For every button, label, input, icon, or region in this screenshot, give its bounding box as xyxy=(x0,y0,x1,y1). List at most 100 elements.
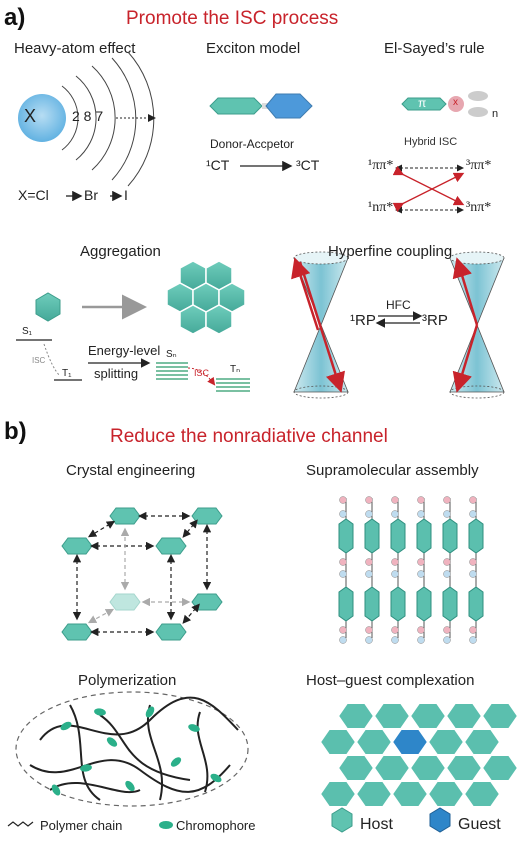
panel-b-banner: Reduce the nonradiative channel xyxy=(110,426,388,447)
sn-label: Sₙ xyxy=(166,349,177,360)
host-hex xyxy=(426,780,466,808)
host-hex xyxy=(372,702,412,730)
polymer-chains xyxy=(29,696,239,801)
supramolecular-hex xyxy=(416,518,432,554)
panel-b-label: b) xyxy=(4,418,27,445)
supramolecular-column xyxy=(364,496,380,644)
host-hex xyxy=(480,754,520,782)
supramolecular-title: Supramolecular assembly xyxy=(306,462,479,479)
host-hex xyxy=(354,728,394,756)
aggregation-title: Aggregation xyxy=(80,243,161,260)
supramolecular-hex xyxy=(338,586,354,622)
supramolecular-column xyxy=(416,496,432,644)
s1-label: S₁ xyxy=(22,326,33,337)
chromophore-legend-icon xyxy=(159,821,173,829)
supramolecular-node xyxy=(417,636,425,644)
ct-triplet: ³CT xyxy=(296,157,320,173)
supramolecular-node xyxy=(443,510,451,518)
crystal-hex-tl-front xyxy=(61,537,93,555)
host-lattice xyxy=(318,702,520,808)
host-hex xyxy=(372,754,412,782)
halogen-br: Br xyxy=(84,187,98,203)
crystal-hex-tr-back xyxy=(191,507,223,525)
supramolecular-node xyxy=(339,510,347,518)
supramolecular-node xyxy=(443,570,451,578)
supramolecular-node xyxy=(365,636,373,644)
x-label: x xyxy=(453,97,458,108)
supramolecular-node xyxy=(391,636,399,644)
n-label: n xyxy=(492,108,499,120)
chromophores xyxy=(51,706,222,796)
ct-singlet: ¹CT xyxy=(206,157,230,173)
t1-label: T₁ xyxy=(62,368,72,379)
supramolecular-node xyxy=(391,558,399,566)
supramolecular-hex xyxy=(390,586,406,622)
guest-hex xyxy=(390,728,430,756)
supramolecular-node xyxy=(339,570,347,578)
supramolecular-node xyxy=(417,496,425,504)
tn-label: Tₙ xyxy=(230,364,241,375)
host-hex xyxy=(426,728,466,756)
hfc-label: HFC xyxy=(386,298,411,312)
host-hex xyxy=(408,702,448,730)
exciton-title: Exciton model xyxy=(206,40,301,57)
panel-a-banner: Promote the ISC process xyxy=(126,8,339,29)
donor-acceptor-caption: Donor-Accpetor xyxy=(210,137,295,151)
hybrid-isc-label: Hybrid ISC xyxy=(404,136,458,148)
crystal-hex-br-back xyxy=(191,593,223,611)
supramolecular-columns xyxy=(338,496,484,644)
host-hex xyxy=(462,780,502,808)
splitting-label: splitting xyxy=(94,366,139,381)
energy-level-label: Energy-level xyxy=(88,343,161,358)
guest-legend-icon xyxy=(429,807,451,833)
heavy-atom-title: Heavy-atom effect xyxy=(14,40,136,57)
host-hex xyxy=(318,728,358,756)
host-guest-title: Host–guest complexation xyxy=(306,672,475,689)
supramolecular-node xyxy=(365,570,373,578)
isc-label-2: ISC xyxy=(194,368,210,378)
crystal-hex-bl-front xyxy=(61,623,93,641)
chromophore-legend: Chromophore xyxy=(176,818,256,833)
supramolecular-node xyxy=(469,636,477,644)
supramolecular-node xyxy=(365,510,373,518)
host-legend: Host xyxy=(360,816,393,833)
host-hex xyxy=(336,702,376,730)
supramolecular-column xyxy=(390,496,406,644)
host-hex xyxy=(480,702,520,730)
supramolecular-hex xyxy=(416,586,432,622)
supramolecular-node xyxy=(365,626,373,634)
crystal-hex-tl-back xyxy=(109,507,141,525)
crystal-hex-bl-back xyxy=(109,593,141,611)
polymer-boundary xyxy=(15,691,249,807)
rp-singlet: ¹RP xyxy=(350,312,376,329)
supramolecular-hex xyxy=(364,518,380,554)
supramolecular-node xyxy=(339,626,347,634)
supramolecular-node xyxy=(469,510,477,518)
supramolecular-node xyxy=(417,558,425,566)
supramolecular-column xyxy=(468,496,484,644)
host-hex xyxy=(390,780,430,808)
state-1pipi: ¹ππ* xyxy=(368,158,394,173)
supramolecular-node xyxy=(365,496,373,504)
supramolecular-node xyxy=(365,558,373,566)
host-hex xyxy=(318,780,358,808)
supramolecular-hex xyxy=(468,586,484,622)
host-legend-icon xyxy=(331,807,353,833)
supramolecular-node xyxy=(417,626,425,634)
rp-triplet: ³RP xyxy=(422,312,448,329)
supramolecular-hex xyxy=(364,586,380,622)
supramolecular-node xyxy=(469,570,477,578)
supramolecular-node xyxy=(443,496,451,504)
host-hex xyxy=(354,780,394,808)
crystal-hex-tr-front xyxy=(155,537,187,555)
supramolecular-hex xyxy=(338,518,354,554)
supramolecular-column xyxy=(338,496,354,644)
supramolecular-node xyxy=(469,558,477,566)
supramolecular-node xyxy=(443,636,451,644)
supramolecular-node xyxy=(391,570,399,578)
polymerization-title: Polymerization xyxy=(78,672,177,689)
supramolecular-column xyxy=(442,496,458,644)
supramolecular-node xyxy=(443,626,451,634)
